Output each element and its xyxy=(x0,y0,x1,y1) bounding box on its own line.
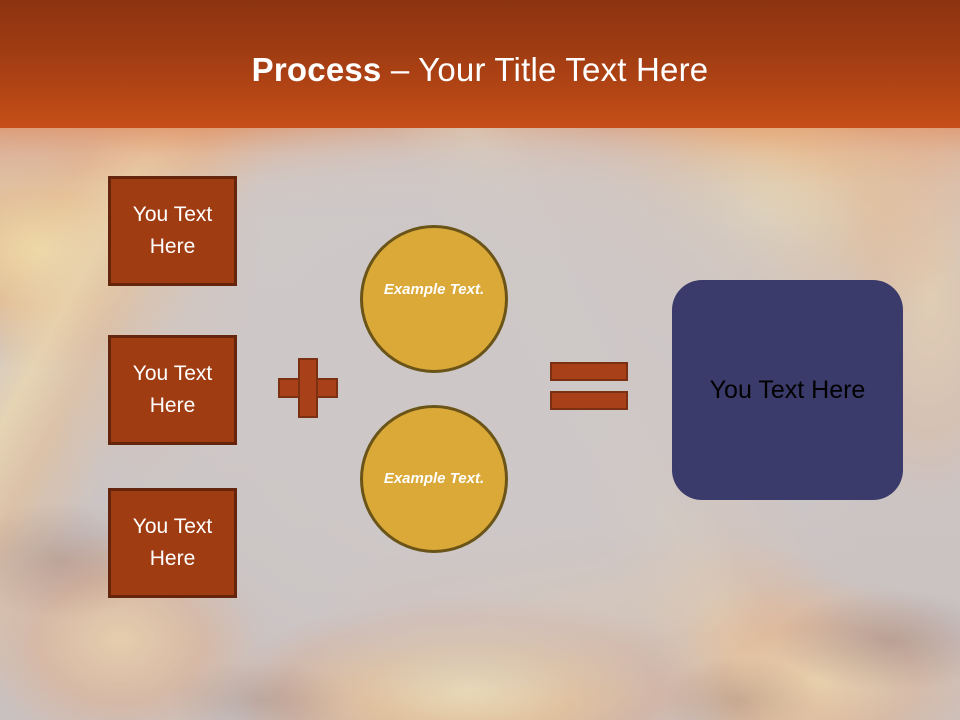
input-box-3-label: You Text Here xyxy=(132,515,213,570)
equals-icon-top-bar xyxy=(550,362,628,381)
equals-icon-bottom-bar xyxy=(550,391,628,410)
result-box-label: You Text Here xyxy=(709,376,866,404)
input-box-1-label: You Text Here xyxy=(132,203,213,258)
input-box-1[interactable]: You Text Here xyxy=(108,176,237,286)
input-box-3[interactable]: You Text Here xyxy=(108,488,237,598)
input-box-2[interactable]: You Text Here xyxy=(108,335,237,445)
plus-icon xyxy=(278,358,338,418)
input-box-2-label: You Text Here xyxy=(132,362,213,417)
equals-icon xyxy=(550,362,628,410)
example-circle-2-label: Example Text. xyxy=(383,470,485,487)
page-title: Process – Your Title Text Here xyxy=(0,50,960,90)
page-title-rest: – Your Title Text Here xyxy=(381,51,709,88)
example-circle-2[interactable]: Example Text. xyxy=(360,405,508,553)
plus-icon-center-patch xyxy=(300,380,316,396)
slide-header-band: Process – Your Title Text Here xyxy=(0,0,960,128)
result-box[interactable]: You Text Here xyxy=(672,280,903,500)
example-circle-1[interactable]: Example Text. xyxy=(360,225,508,373)
example-circle-1-label: Example Text. xyxy=(383,281,485,298)
page-title-strong: Process xyxy=(251,51,382,88)
